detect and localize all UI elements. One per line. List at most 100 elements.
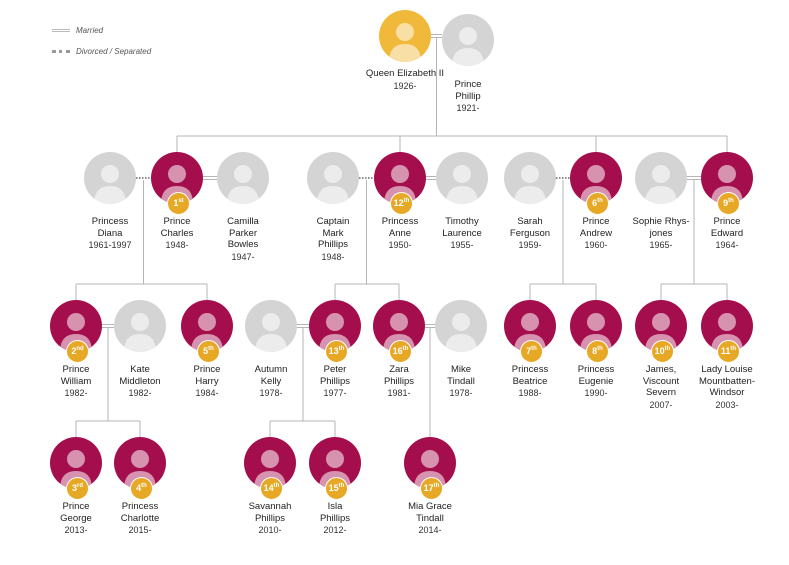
person-years: 2007- [649, 399, 673, 410]
person-name: Peter Phillips [319, 364, 351, 387]
person-years: 1926- [393, 80, 417, 91]
person-princess-anne: 12th Princess Anne 1950- [355, 152, 445, 251]
person-years: 1955- [450, 240, 474, 250]
person-name: Prince Phillip [454, 79, 482, 102]
person-prince-charles: 1st Prince Charles 1948- [132, 152, 222, 251]
rank-label: 7th [526, 346, 537, 356]
person-years: 2012- [323, 525, 347, 535]
person-years: 1977- [323, 388, 347, 398]
succession-rank-badge: 6th [586, 192, 609, 215]
person-years: 1964- [715, 240, 739, 250]
person-mike-tindall: Mike Tindall 1978- [416, 300, 506, 399]
person-name: Mia Grace Tindall [408, 501, 452, 524]
person-years: 1950- [388, 240, 412, 250]
person-name: Prince George [60, 501, 92, 524]
person-name: Princess Beatrice [511, 364, 549, 387]
person-peter-phillips: 13th Peter Phillips 1977- [290, 300, 380, 399]
person-silhouette-icon [124, 313, 156, 352]
rank-label: 11th [720, 346, 737, 356]
person-princess-charlotte: 4th Princess Charlotte 2015- [95, 437, 185, 536]
legend-married: Married [52, 26, 103, 35]
person-name: Prince Charles [160, 216, 194, 239]
person-prince-george: 3rd Prince George 2013- [31, 437, 121, 536]
portrait-icon [436, 152, 488, 204]
succession-rank-badge: 11th [717, 340, 740, 363]
portrait-icon [50, 437, 102, 489]
portrait-icon [245, 300, 297, 352]
person-silhouette-icon [94, 165, 126, 204]
person-years: 1960- [584, 240, 608, 250]
person-name: Princess Diana [91, 216, 129, 239]
person-name: Princess Charlotte [120, 501, 160, 524]
rank-label: 1st [173, 198, 184, 208]
succession-rank-badge: 2nd [66, 340, 89, 363]
person-years: 1921- [456, 103, 480, 113]
person-name: Princess Eugenie [577, 364, 615, 387]
divorced-line-swatch [52, 50, 70, 54]
legend-divorced: Divorced / Separated [52, 47, 151, 56]
married-line-swatch [52, 29, 70, 33]
person-princess-eugenie: 8th Princess Eugenie 1990- [551, 300, 641, 399]
succession-rank-badge: 8th [586, 340, 609, 363]
rank-label: 2nd [71, 346, 84, 356]
person-timothy-laurence: Timothy Laurence 1955- [417, 152, 507, 251]
legend-married-label: Married [76, 26, 104, 35]
rank-label: 4th [136, 483, 147, 493]
person-years: 2010- [258, 525, 282, 535]
person-silhouette-icon [227, 165, 259, 204]
person-name: Sarah Ferguson [509, 216, 551, 239]
person-autumn-kelly: Autumn Kelly 1978- [226, 300, 316, 399]
person-years: 2003- [715, 399, 739, 410]
portrait-icon [217, 152, 269, 204]
person-mia-grace-tindall: 17th Mia Grace Tindall 2014- [385, 437, 475, 536]
person-years: 1982- [64, 388, 88, 398]
person-princess-diana: Princess Diana 1961-1997 [65, 152, 155, 251]
person-years: 1959- [518, 240, 542, 250]
person-years: 1984- [195, 388, 219, 398]
person-name: Prince Harry [193, 364, 221, 387]
rank-label: 8th [592, 346, 603, 356]
succession-rank-badge: 17th [420, 477, 443, 500]
rank-label: 17th [423, 483, 440, 493]
person-silhouette-icon [452, 27, 484, 66]
rank-label: 10th [654, 346, 671, 356]
portrait-icon [84, 152, 136, 204]
person-years: 2015- [128, 525, 152, 535]
person-years: 1965- [649, 240, 673, 250]
person-years: 1948- [165, 240, 189, 250]
succession-rank-badge: 13th [325, 340, 348, 363]
person-savannah-phillips: 14th Savannah Phillips 2010- [225, 437, 315, 536]
person-years: 1948- [321, 251, 345, 262]
person-name: Prince Edward [710, 216, 744, 239]
person-years: 1990- [584, 388, 608, 398]
succession-rank-badge: 4th [130, 477, 153, 500]
person-name: Timothy Laurence [442, 216, 482, 239]
person-name: James, Viscount Severn [642, 364, 680, 398]
rank-label: 6th [592, 198, 603, 208]
person-lady-louise: 11th Lady Louise Mountbatten-Windsor 200… [682, 300, 772, 411]
succession-rank-badge: 7th [520, 340, 543, 363]
person-princess-beatrice: 7th Princess Beatrice 1988- [485, 300, 575, 399]
portrait-icon [504, 152, 556, 204]
portrait-icon [307, 152, 359, 204]
person-name: Princess Anne [381, 216, 419, 239]
succession-rank-badge: 1st [167, 192, 190, 215]
person-years: 2013- [64, 525, 88, 535]
person-years: 1981- [387, 388, 411, 398]
person-isla-phillips: 15th Isla Phillips 2012- [290, 437, 380, 536]
person-queen-elizabeth: Queen Elizabeth II 1926- [360, 10, 450, 92]
person-prince-harry: 5th Prince Harry 1984- [162, 300, 252, 399]
person-years: 1978- [449, 388, 473, 398]
portrait-icon [379, 10, 431, 62]
person-prince-phillip: Prince Phillip 1921- [423, 14, 513, 114]
person-captain-mark-phillips: Captain Mark Phillips 1948- [288, 152, 378, 263]
rank-label: 16th [392, 346, 409, 356]
succession-rank-badge: 14th [260, 477, 283, 500]
rank-label: 14th [263, 483, 280, 493]
succession-rank-badge: 3rd [66, 477, 89, 500]
person-name: Prince William [60, 364, 92, 387]
person-years: 1982- [128, 388, 152, 398]
legend-divorced-label: Divorced / Separated [76, 47, 152, 56]
person-kate-middleton: Kate Middleton 1982- [95, 300, 185, 399]
